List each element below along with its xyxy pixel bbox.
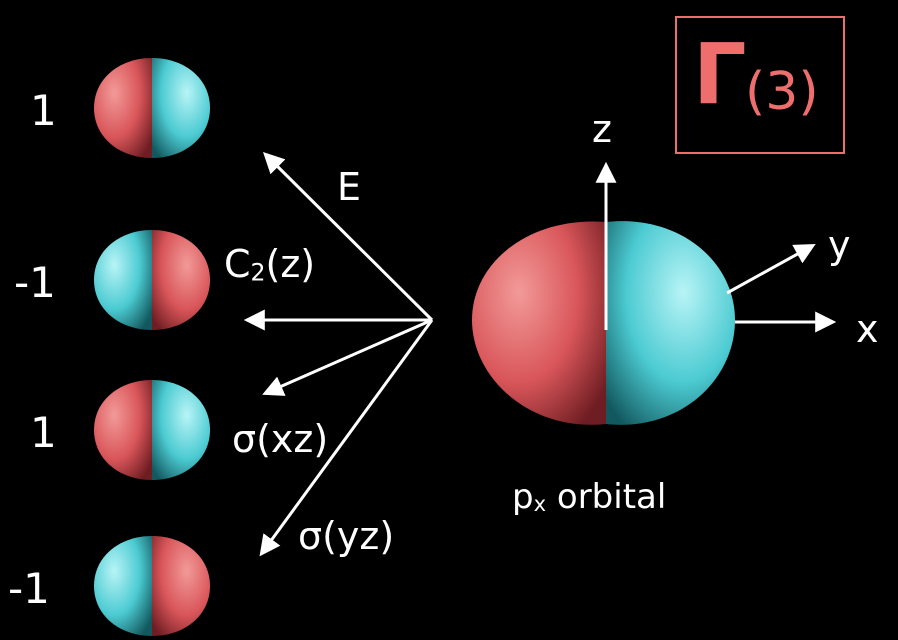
small-orbital-e-left-lobe xyxy=(94,58,152,158)
small-orbital-syz-right-lobe xyxy=(152,536,210,636)
label-syz: σ(yz) xyxy=(298,514,395,558)
small-orbital-c2z xyxy=(94,230,210,330)
small-orbital-c2z-right-lobe xyxy=(152,230,210,330)
axis-label-x: x xyxy=(856,307,879,351)
px-lobe-right xyxy=(606,221,735,425)
label-sxz: σ(xz) xyxy=(232,417,329,461)
small-orbital-e-right-lobe xyxy=(152,58,210,158)
coordinate-axes xyxy=(595,161,837,333)
axis-label-y: y xyxy=(828,223,851,267)
label-c2z-sub: 2 xyxy=(250,258,266,287)
character-sxz: 1 xyxy=(30,408,57,457)
small-orbital-e xyxy=(94,58,210,158)
label-c2z: C2(z) xyxy=(224,245,315,285)
small-orbital-sxz-left-lobe xyxy=(94,380,152,480)
representation-symbol: Γ xyxy=(693,25,747,123)
arrow-e xyxy=(263,152,434,322)
y-axis xyxy=(726,243,816,295)
small-orbital-sxz xyxy=(94,380,210,480)
label-c2z-main: C xyxy=(224,242,251,286)
representation-box xyxy=(675,16,845,154)
label-c2z-rest: (z) xyxy=(265,242,316,286)
character-syz: -1 xyxy=(8,564,50,613)
px-label-sub: x xyxy=(533,491,547,517)
operation-arrows xyxy=(243,152,434,557)
px-orbital-label: px orbital xyxy=(512,480,666,514)
character-c2z: -1 xyxy=(14,258,56,307)
px-label-p: p xyxy=(512,477,534,517)
axis-label-z: z xyxy=(592,107,612,151)
px-lobe-left xyxy=(472,221,606,425)
representation-subscript: (3) xyxy=(745,62,819,122)
small-orbital-sxz-right-lobe xyxy=(152,380,210,480)
small-orbital-c2z-left-lobe xyxy=(94,230,152,330)
small-orbital-syz-left-lobe xyxy=(94,536,152,636)
character-e: 1 xyxy=(30,86,57,135)
px-orbital xyxy=(472,221,735,425)
arrow-syz xyxy=(259,319,434,557)
px-label-rest: orbital xyxy=(546,477,667,517)
transformed-orbitals xyxy=(94,58,210,636)
small-orbital-syz xyxy=(94,536,210,636)
arrow-sxz xyxy=(262,318,433,396)
label-e: E xyxy=(337,165,362,209)
